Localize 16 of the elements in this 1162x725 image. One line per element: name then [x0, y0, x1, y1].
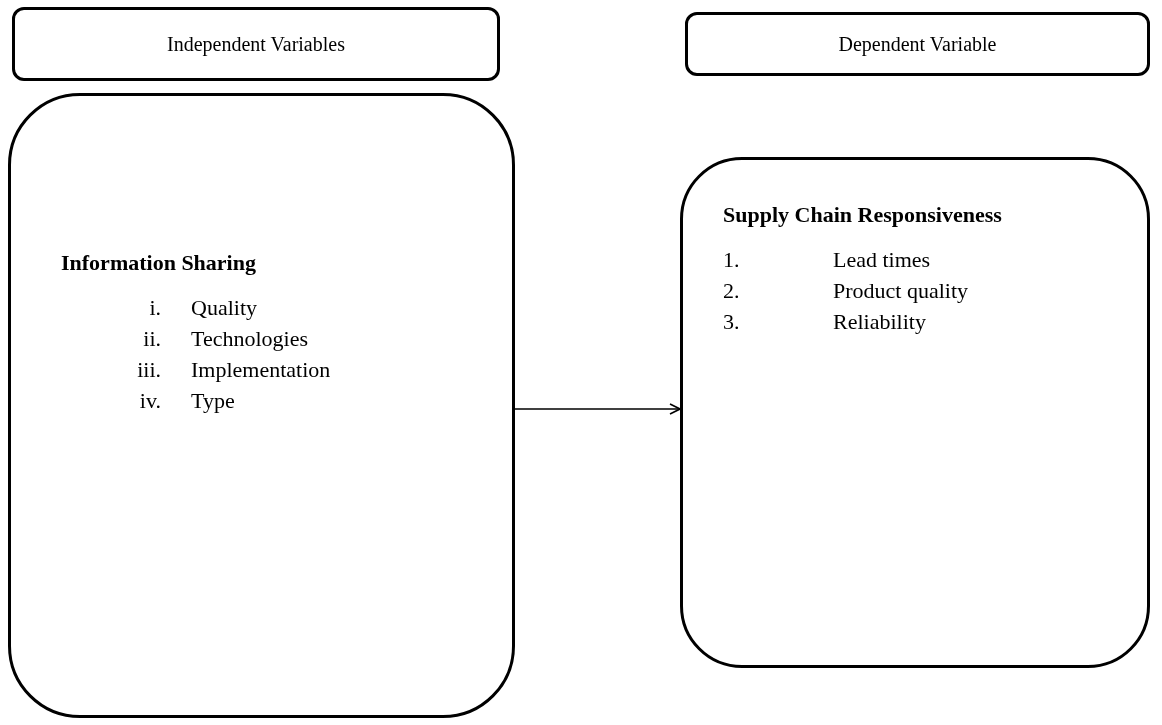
list-item: iv. Type: [138, 387, 236, 415]
header-text: Dependent Variable: [838, 32, 997, 58]
list-item: 3. Reliability: [723, 308, 927, 336]
variable-header-box: [12, 7, 500, 81]
list-item: 2. Product quality: [723, 277, 970, 305]
variable-box: [8, 93, 515, 718]
list-item: ii. Technologies: [142, 325, 309, 353]
variable-box: [680, 157, 1150, 668]
variable-heading: Supply Chain Responsiveness: [723, 201, 1003, 229]
variable-header-box: [685, 12, 1150, 76]
arrow: [514, 403, 681, 415]
header-text: Independent Variables: [167, 32, 345, 58]
list-item: 1. Lead times: [723, 246, 932, 274]
variable-heading: Information Sharing: [61, 249, 257, 277]
list-item: i. Quality: [148, 294, 258, 322]
list-item: iii. Implementation: [136, 356, 332, 384]
